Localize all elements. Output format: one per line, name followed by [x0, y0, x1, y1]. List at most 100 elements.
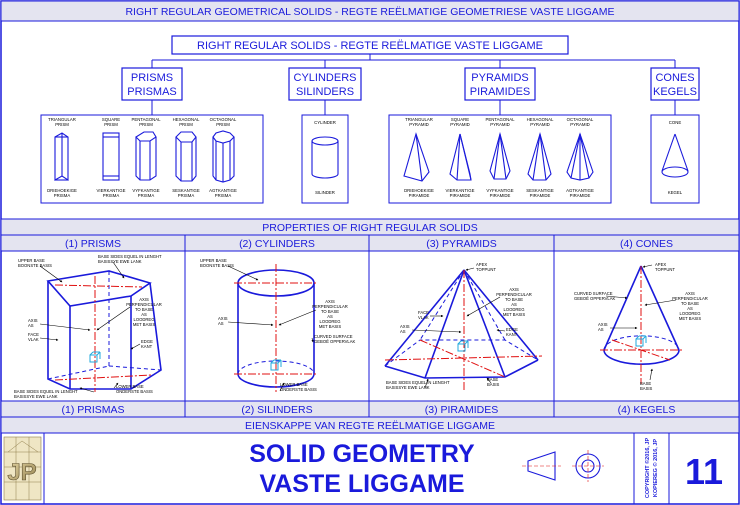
prism-face-label: VLAK — [28, 337, 39, 342]
panel-title-en: (1) PRISMS — [65, 238, 121, 250]
hexagonal-pyramid-icon — [527, 132, 552, 181]
prism-base-sides-top-label: BASE SIDES EQUEL IN LENGHT — [98, 254, 162, 259]
pyramids-box — [388, 114, 612, 204]
cone-apex-label: APEX — [655, 262, 666, 267]
octagonal-pyramid-icon — [566, 132, 594, 181]
group-label-af: PRISMAS — [127, 86, 177, 98]
pyramid-bottom-label: VIERKANTIGE — [446, 188, 475, 193]
cone-top-label: CONE — [669, 120, 682, 125]
panel-title-en: (3) PYRAMIDS — [426, 238, 497, 250]
cylinder-lower-base-label: ONDERSTE BASIS — [280, 387, 317, 392]
pyramid-bottom-label: PIRAMIDE — [570, 193, 591, 198]
cylinder-upper-base-label: UPPER BASE — [200, 258, 227, 263]
pyramid-axis-perp-label: MET BASIS — [503, 312, 525, 317]
copyright-en: COPYRIGHT ©2016, JP — [644, 438, 651, 499]
octagonal-prism-icon — [212, 130, 235, 183]
cylinder-icon — [311, 136, 339, 179]
footer-title-af: VASTE LIGGAME — [259, 470, 464, 498]
prism-top-label: PENTAGONAL — [131, 117, 161, 122]
cone-box — [650, 114, 700, 204]
prism-bottom-label: VIERKANTIGE — [97, 188, 126, 193]
prism-edge-label: EDGE — [141, 339, 153, 344]
footer-title-en: SOLID GEOMETRY — [249, 440, 475, 468]
cylinder-box — [301, 114, 349, 204]
cone-axis-label: AXIS — [598, 322, 608, 327]
pyramid-top-label: PYRAMID — [530, 122, 550, 127]
panel-title-band — [553, 234, 740, 252]
jp-logo: JP — [3, 436, 42, 501]
group-label-en: PRISMS — [131, 72, 173, 84]
pyramid-apex-label: APEX — [476, 262, 487, 267]
pyramid-bottom-label: VYFKANTIGE — [486, 188, 513, 193]
pyramid-axis-perp-label: PERPENDICULAR — [496, 292, 532, 297]
prism-axis-perp-label: AS — [141, 312, 147, 317]
pyramid-base-label: BASE — [487, 377, 498, 382]
panel-title-af: (2) SILINDERS — [241, 404, 312, 416]
pyramid-axis-perp-label: TO BASE — [505, 297, 523, 302]
pyramid-base-label: BASIS — [487, 382, 500, 387]
pyramid-edge-label: EDGE — [506, 327, 518, 332]
pyramid-bottom-label: PIRAMIDE — [530, 193, 551, 198]
group-label-en: CYLINDERS — [294, 72, 357, 84]
prism-top-label: PRISM — [216, 122, 230, 127]
square-pyramid-icon — [449, 133, 472, 181]
cone-axis-perp-label: LOODREG — [680, 311, 701, 316]
prism-face-label: FACE — [28, 332, 39, 337]
pentagonal-pyramid-icon — [489, 131, 511, 180]
prism-bottom-label: PRISMA — [138, 193, 155, 198]
prism-axis-label: AXIS — [28, 318, 38, 323]
pyramid-face-label: FACE — [418, 310, 429, 315]
pyramid-bottom-label: PIRAMIDE — [490, 193, 511, 198]
pyramid-bottom-label: DRIEHOEKIGE — [404, 188, 434, 193]
prism-bottom-label: DRIEHOEKIGE — [47, 188, 77, 193]
pyramid-bottom-label: PIRAMIDE — [450, 193, 471, 198]
page-number: 11 — [685, 451, 723, 492]
prism-axis-perp-label: AXIS — [139, 297, 149, 302]
group-label-en: CONES — [655, 72, 694, 84]
cylinder-axis-label: AS — [218, 321, 224, 326]
cylinder-curved-label: GEBOË OPPERVLAK — [314, 339, 356, 344]
prism-bottom-label: AGTKANTIGE — [209, 188, 237, 193]
mini-pyramid-shapes — [403, 131, 594, 182]
pyramid-top-label: HEXAGONAL — [527, 117, 554, 122]
prism-axis-perp-label: LOODREG — [134, 317, 155, 322]
sheet-title: RIGHT REGULAR GEOMETRICAL SOLIDS - REGTE… — [125, 6, 614, 18]
pyramid-bottom-label: SESKANTIGE — [526, 188, 554, 193]
prisms-box — [40, 114, 264, 204]
group-label-af: SILINDERS — [296, 86, 354, 98]
prism-edge-label: KANT — [141, 344, 153, 349]
pyramid-edge-label: KANT — [506, 332, 518, 337]
pyramid-base-sides-label: BASISSYE EWE LANK — [386, 385, 430, 390]
cone-curved-label: CURVED SURFACE — [574, 291, 613, 296]
prism-axis-perp-label: MET BASIS — [133, 322, 155, 327]
pyramid-base-sides-label: BASE SIDES EQUEL IN LENGHT — [386, 380, 450, 385]
cylinder-axis-perp-label: MET BASIS — [319, 324, 341, 329]
pyramid-top-label: PYRAMID — [409, 122, 429, 127]
pyramid-top-label: SQUARE — [451, 117, 469, 122]
cone-apex-label: TOPPUNT — [655, 267, 675, 272]
cone-axis-perp-label: AXIS — [685, 291, 695, 296]
prism-bottom-label: PRISMA — [103, 193, 120, 198]
pyramid-bottom-label: PIRAMIDE — [409, 193, 430, 198]
panel-title-af: (1) PRISMAS — [61, 404, 124, 416]
group-box — [121, 67, 183, 101]
cylinder-lower-base-label: LOWER BASE — [280, 382, 308, 387]
prism-top-label: TRIANGULAR — [48, 117, 76, 122]
panel-title-en: (4) CONES — [620, 238, 673, 250]
mini-prism-shapes — [54, 130, 235, 183]
triangular-prism-icon — [54, 132, 69, 182]
pyramid-top-label: PYRAMID — [570, 122, 590, 127]
cylinder-upper-base-label: BOONSTE BASIS — [200, 263, 234, 268]
logo-text: JP — [7, 459, 36, 486]
prism-top-label: OCTAGONAL — [210, 117, 237, 122]
panel-title-en: (2) CYLINDERS — [239, 238, 315, 250]
cone-base-label: BASIS — [640, 386, 653, 391]
cone-axis-perp-label: TO BASE — [681, 301, 699, 306]
pyramid-apex-label: TOPPUNT — [476, 267, 496, 272]
prism-bottom-label: PRISMA — [215, 193, 232, 198]
cylinder-axis-label: AXIS — [218, 316, 228, 321]
cone-base-label: BASE — [640, 381, 651, 386]
pyramid-top-label: PENTAGONAL — [485, 117, 515, 122]
